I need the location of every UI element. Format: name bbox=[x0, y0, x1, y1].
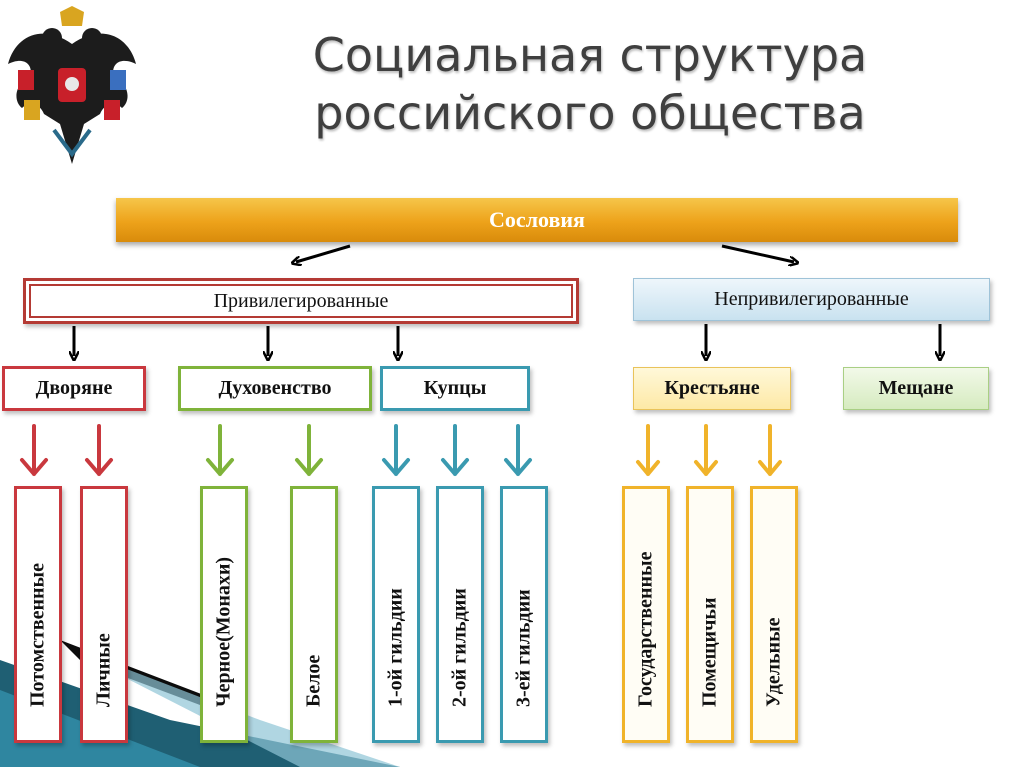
peasants-label: Крестьяне bbox=[664, 377, 760, 399]
guild2-column: 2-ой гильдии bbox=[436, 486, 484, 743]
arrow-to-appanage bbox=[758, 424, 782, 476]
hereditary-column: Потомственные bbox=[14, 486, 62, 743]
clergy-label: Духовенство bbox=[218, 377, 332, 399]
merchants-box: Купцы bbox=[380, 366, 530, 411]
arrow-to-privileged bbox=[296, 244, 351, 262]
white-clergy-label: Белое bbox=[302, 654, 325, 707]
guild3-label: 3-ей гильдии bbox=[512, 589, 535, 707]
landlord-peasants-label: Помещичьи bbox=[698, 597, 721, 707]
peasants-box: Крестьяне bbox=[633, 367, 791, 410]
white-clergy-column: Белое bbox=[290, 486, 338, 743]
estates-bar: Сословия bbox=[116, 198, 958, 242]
privileged-box: Привилегированные bbox=[23, 278, 579, 324]
arrow-to-personal bbox=[85, 424, 113, 476]
guild1-label: 1-ой гильдии bbox=[384, 588, 407, 707]
arrow-to-guild2 bbox=[441, 424, 469, 476]
appanage-peasants-label: Удельные bbox=[762, 617, 785, 707]
black-clergy-label: Черное(Монахи) bbox=[212, 556, 235, 707]
arrow-to-hereditary bbox=[20, 424, 48, 476]
arrow-to-guild3 bbox=[504, 424, 532, 476]
landlord-peasants-column: Помещичьи bbox=[686, 486, 734, 743]
title-line-1: Социальная структура bbox=[312, 28, 868, 82]
arrow-to-state bbox=[636, 424, 660, 476]
clergy-box: Духовенство bbox=[178, 366, 372, 411]
black-clergy-column: Черное(Монахи) bbox=[200, 486, 248, 743]
title-line-2: российского общества bbox=[314, 86, 866, 140]
personal-column: Личные bbox=[80, 486, 128, 743]
unprivileged-label: Непривилегированные bbox=[714, 288, 909, 310]
privileged-label: Привилегированные bbox=[213, 289, 389, 312]
guild2-label: 2-ой гильдии bbox=[448, 588, 471, 707]
arrow-to-black-clergy bbox=[206, 424, 234, 476]
arrow-to-landlord bbox=[694, 424, 718, 476]
guild3-column: 3-ей гильдии bbox=[500, 486, 548, 743]
arrow-to-guild1 bbox=[382, 424, 410, 476]
nobility-label: Дворяне bbox=[35, 377, 113, 399]
townspeople-box: Мещане bbox=[843, 367, 989, 410]
page-title: Социальная структура российского обществ… bbox=[250, 26, 930, 142]
nobility-box: Дворяне bbox=[2, 366, 146, 411]
personal-label: Личные bbox=[92, 633, 115, 707]
merchants-label: Купцы bbox=[423, 377, 487, 399]
state-peasants-label: Государственные bbox=[634, 551, 657, 707]
townspeople-label: Мещане bbox=[878, 377, 954, 399]
guild1-column: 1-ой гильдии bbox=[372, 486, 420, 743]
arrow-to-unprivileged bbox=[721, 244, 794, 262]
unprivileged-box: Непривилегированные bbox=[633, 278, 990, 321]
coat-of-arms-emblem bbox=[8, 6, 136, 164]
arrow-to-white-clergy bbox=[295, 424, 323, 476]
appanage-peasants-column: Удельные bbox=[750, 486, 798, 743]
state-peasants-column: Государственные bbox=[622, 486, 670, 743]
hereditary-label: Потомственные bbox=[26, 562, 49, 707]
